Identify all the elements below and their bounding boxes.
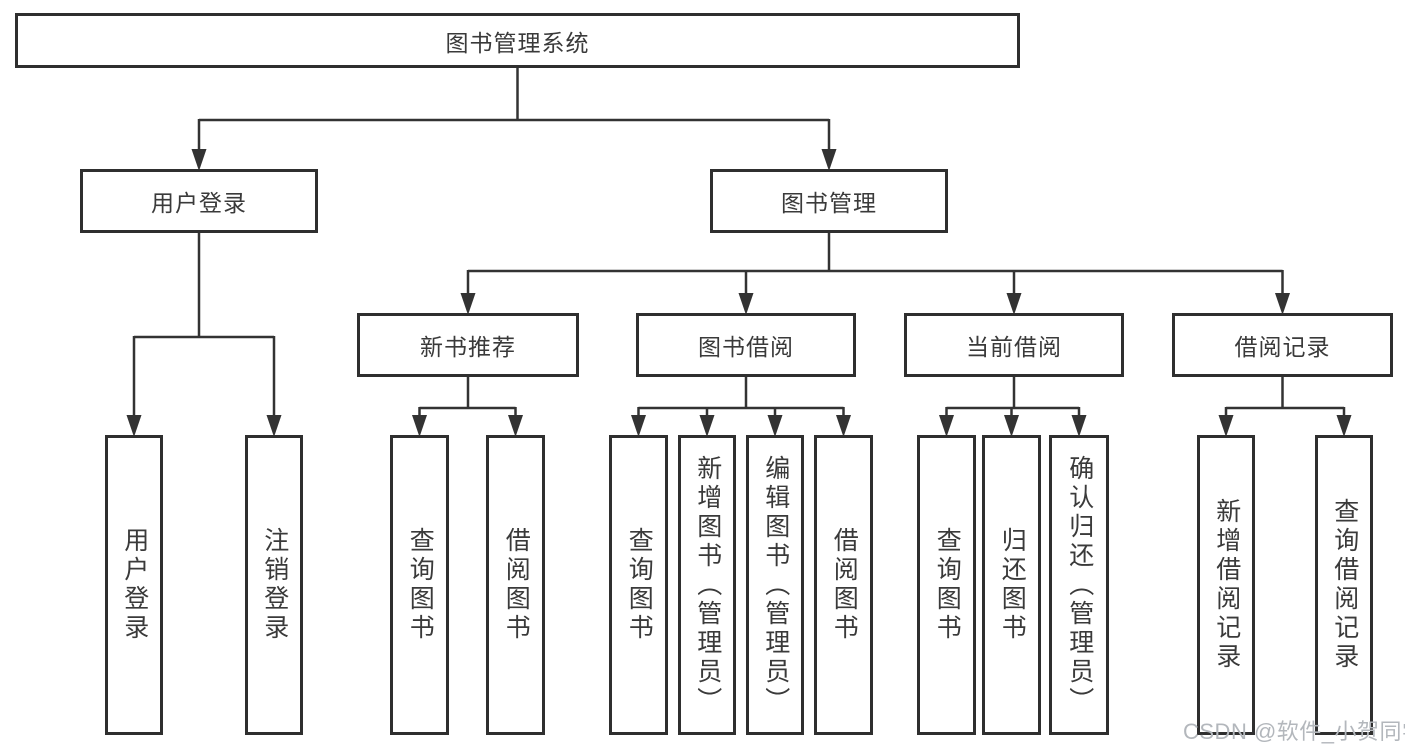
node-label: 新增图书（管理员）	[693, 454, 722, 716]
node-label: 当前借阅	[966, 334, 1062, 360]
arrow-down-icon	[460, 293, 476, 315]
node-label: 编辑图书（管理员）	[761, 454, 790, 716]
node-label: 借阅图书	[502, 527, 531, 643]
node-label: 图书管理系统	[445, 29, 590, 56]
node-label: 查询借阅记录	[1330, 498, 1359, 672]
node-label: 查询图书	[406, 527, 435, 643]
arrow-down-icon	[767, 415, 783, 437]
node-leaf-borrow-books-2: 借阅图书	[814, 435, 873, 735]
arrow-down-icon	[631, 415, 646, 437]
node-borrowing-records: 借阅记录	[1172, 313, 1393, 377]
node-current-borrowing: 当前借阅	[904, 313, 1124, 377]
arrow-down-icon	[1006, 293, 1022, 315]
arrow-down-icon	[738, 293, 754, 315]
node-book-borrowing: 图书借阅	[636, 313, 856, 377]
node-user-login: 用户登录	[80, 169, 318, 233]
node-label: 用户登录	[120, 527, 149, 643]
node-label: 新书推荐	[420, 334, 516, 360]
arrow-down-icon	[1275, 293, 1290, 315]
node-book-management: 图书管理	[710, 169, 948, 233]
node-label: 查询图书	[933, 527, 962, 643]
node-label: 借阅记录	[1234, 334, 1331, 360]
node-label: 用户登录	[151, 190, 247, 216]
node-label: 归还图书	[998, 527, 1027, 643]
arrow-down-icon	[1218, 415, 1234, 437]
watermark-text: CSDN @软件_小贺同学	[1183, 719, 1405, 744]
node-leaf-add-books: 新增图书（管理员）	[678, 435, 736, 735]
node-leaf-edit-books: 编辑图书（管理员）	[746, 435, 804, 735]
node-label: 图书借阅	[698, 334, 794, 360]
node-leaf-query-books-3: 查询图书	[917, 435, 976, 735]
node-label: 确认归还（管理员）	[1065, 454, 1094, 716]
arrow-down-icon	[1336, 415, 1352, 437]
node-label: 图书管理	[781, 190, 877, 216]
arrow-down-icon	[699, 415, 715, 437]
arrow-down-icon	[126, 415, 142, 437]
node-label: 借阅图书	[830, 527, 859, 643]
node-leaf-return-books: 归还图书	[982, 435, 1041, 735]
arrow-down-icon	[191, 149, 207, 171]
node-leaf-confirm-return: 确认归还（管理员）	[1049, 435, 1109, 735]
arrow-down-icon	[939, 415, 954, 437]
node-root: 图书管理系统	[15, 13, 1020, 68]
arrow-down-icon	[412, 415, 427, 437]
node-label: 注销登录	[260, 527, 289, 643]
node-leaf-query-books-1: 查询图书	[390, 435, 449, 735]
arrow-down-icon	[821, 149, 837, 171]
node-leaf-user-login: 用户登录	[105, 435, 163, 735]
arrow-down-icon	[1004, 415, 1019, 437]
node-label: 查询图书	[625, 527, 654, 643]
node-leaf-add-borrow-record: 新增借阅记录	[1197, 435, 1255, 735]
arrow-down-icon	[266, 415, 282, 437]
arrow-down-icon	[508, 415, 523, 437]
node-leaf-query-books-2: 查询图书	[609, 435, 668, 735]
node-label: 新增借阅记录	[1212, 498, 1241, 672]
arrow-down-icon	[836, 415, 851, 437]
node-leaf-logout: 注销登录	[245, 435, 303, 735]
node-leaf-query-borrow-record: 查询借阅记录	[1315, 435, 1373, 735]
node-leaf-borrow-books-1: 借阅图书	[486, 435, 545, 735]
arrow-down-icon	[1071, 415, 1087, 437]
node-new-book-recommendation: 新书推荐	[357, 313, 579, 377]
